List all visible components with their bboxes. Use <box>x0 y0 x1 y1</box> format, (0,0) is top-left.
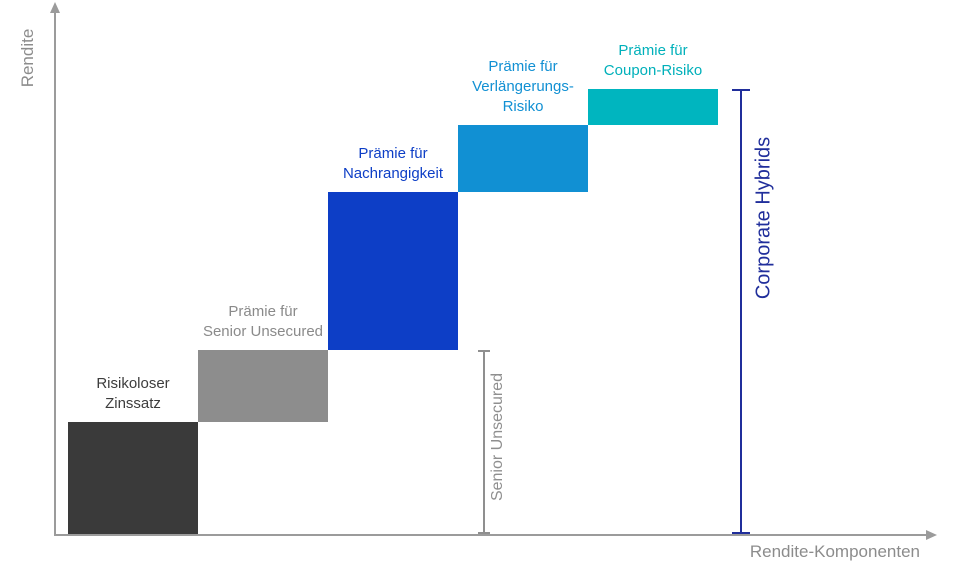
bracket-label-senior-unsecured: Senior Unsecured <box>489 372 506 502</box>
bar-pr-mie-f-r-senior-unsecured <box>198 349 328 422</box>
y-axis-line <box>54 12 56 536</box>
bracket-cap-top-corporate-hybrids <box>732 88 750 91</box>
bar-pr-mie-f-r-coupon-risiko <box>588 88 718 125</box>
bracket-cap-bottom-senior-unsecured <box>478 532 490 534</box>
bracket-cap-top-senior-unsecured <box>478 349 490 352</box>
x-axis-arrow-icon <box>926 530 937 540</box>
bracket-label-corporate-hybrids: Corporate Hybrids <box>752 136 775 300</box>
x-axis-title: Rendite-Komponenten <box>749 542 920 561</box>
y-axis-arrow-icon <box>50 2 60 13</box>
bracket-line-senior-unsecured <box>483 349 485 534</box>
bar-pr-mie-f-r-nachrangigkeit <box>328 192 458 350</box>
y-axis-title: Rendite <box>18 28 37 88</box>
bracket-line-corporate-hybrids <box>740 88 742 534</box>
x-axis-line <box>54 534 928 536</box>
bar-risikoloser-zinssatz <box>68 421 198 534</box>
bar-pr-mie-f-r-verl-ngerungs-risiko <box>458 124 588 192</box>
bracket-cap-bottom-corporate-hybrids <box>732 532 750 534</box>
